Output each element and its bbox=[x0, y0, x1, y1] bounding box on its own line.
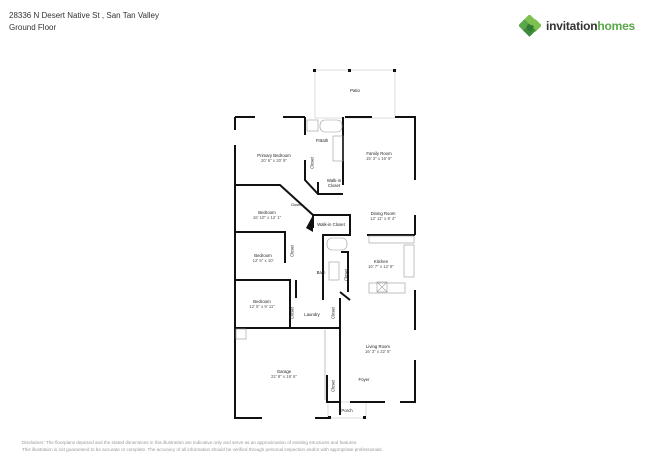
floor-label: Ground Floor bbox=[9, 23, 57, 32]
brand-name: invitationhomes bbox=[546, 19, 636, 33]
room-closet-3: Closet bbox=[343, 269, 349, 281]
room-porch: Porch bbox=[341, 408, 353, 413]
header: 28336 N Desert Native St , San Tan Valle… bbox=[9, 10, 159, 34]
brand-logo: invitationhomes bbox=[519, 15, 635, 37]
property-address: 28336 N Desert Native St , San Tan Valle… bbox=[9, 11, 160, 20]
room-foyer: Foyer bbox=[358, 377, 370, 382]
room-closet-2: Closet bbox=[289, 245, 295, 257]
room-laundry: Laundry bbox=[304, 312, 320, 317]
room-patio: Patio bbox=[350, 88, 360, 93]
room-closet-diagonal: Closet bbox=[290, 203, 302, 207]
room-closet-5: Closet bbox=[330, 307, 336, 319]
room-walkin-closet-2: Walk-in Closet bbox=[317, 222, 345, 227]
disclaimer: Disclaimer: The floorplans depicted and … bbox=[22, 440, 383, 452]
room-bath: Bath bbox=[316, 270, 326, 275]
room-closet-6: Closet bbox=[330, 380, 336, 392]
room-closet-4: Closet bbox=[289, 307, 295, 319]
room-closet-1: Closet bbox=[309, 157, 315, 169]
clover-diamond-icon bbox=[519, 15, 541, 37]
room-pbath: P.Bath bbox=[315, 138, 329, 143]
